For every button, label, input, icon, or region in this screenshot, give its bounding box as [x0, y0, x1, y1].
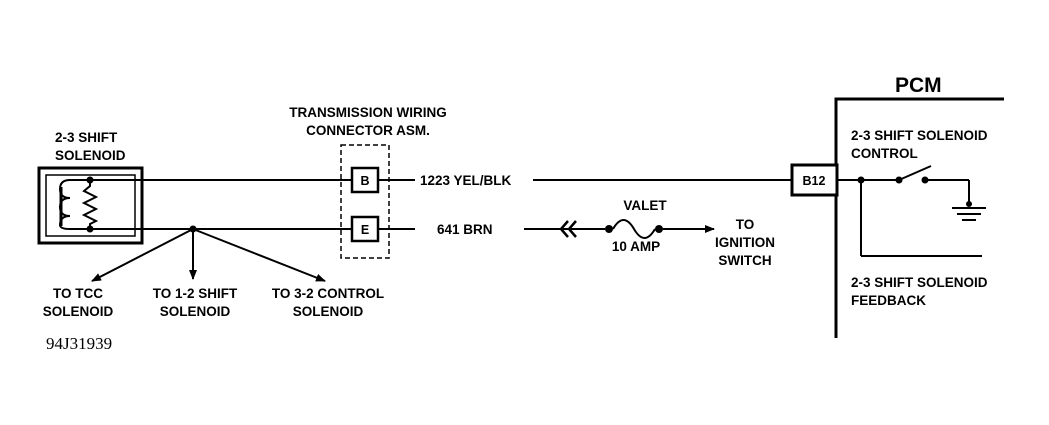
- branch-1-2-shift-line1: TO 1-2 SHIFT: [153, 286, 238, 301]
- branch-3-2-control-line1: TO 3-2 CONTROL: [272, 286, 384, 301]
- fuse-name: VALET: [623, 198, 667, 213]
- branch-tcc-line1: TO TCC: [53, 286, 103, 301]
- solenoid-label-line2: SOLENOID: [55, 148, 126, 163]
- pcm-terminal-box: [790, 163, 839, 197]
- solenoid-inner-box: [45, 174, 136, 237]
- control-label-line1: 2-3 SHIFT SOLENOID: [851, 128, 988, 143]
- control-label-line2: CONTROL: [851, 146, 918, 161]
- connector-pin-e-box: [350, 215, 380, 243]
- connector-pin-b: B: [360, 174, 369, 188]
- fuse-terminal-left: [605, 225, 613, 233]
- connector-pin-b-box: [350, 166, 380, 194]
- shift-solenoid-2-3: [37, 166, 144, 245]
- solenoid-coil-icon: [58, 179, 71, 230]
- fuse-terminal-right: [655, 225, 663, 233]
- solenoid-resistor-icon: [81, 180, 99, 229]
- ground-node: [966, 201, 972, 207]
- connector-pin-e: E: [361, 223, 369, 237]
- wire-upper-label: 1223 YEL/BLK: [420, 173, 512, 188]
- connector-housing: [340, 144, 390, 259]
- branch-3-2-control-line2: SOLENOID: [293, 304, 364, 319]
- branch-1-2-shift-line2: SOLENOID: [160, 304, 231, 319]
- ignition-label-line1: TO: [736, 217, 755, 232]
- fuse-rating: 10 AMP: [612, 239, 660, 254]
- wire-lower-label: 641 BRN: [437, 222, 493, 237]
- branch-arrow-tcc: [91, 228, 194, 282]
- feedback-label-line2: FEEDBACK: [851, 293, 926, 308]
- connector-label-line2: CONNECTOR ASM.: [306, 123, 430, 138]
- pcm-title: PCM: [895, 74, 942, 97]
- solenoid-label-line1: 2-3 SHIFT: [55, 130, 118, 145]
- ignition-label-line3: SWITCH: [718, 253, 771, 268]
- figure-code: 94J31939: [46, 334, 112, 353]
- feedback-label-line1: 2-3 SHIFT SOLENOID: [851, 275, 988, 290]
- switch-contact-right: [921, 176, 929, 184]
- connector-label-line1: TRANSMISSION WIRING: [289, 105, 447, 120]
- solenoid-outer-box: [37, 166, 144, 245]
- fuse-element-icon: [612, 219, 656, 239]
- branch-tcc-line2: SOLENOID: [43, 304, 114, 319]
- pcm-boundary: [834, 97, 1004, 338]
- pcm-terminal-label: B12: [803, 174, 826, 188]
- switch-blade-icon: [898, 165, 932, 181]
- ignition-label-line2: IGNITION: [715, 235, 775, 250]
- branch-arrow-3-2-control: [192, 228, 326, 282]
